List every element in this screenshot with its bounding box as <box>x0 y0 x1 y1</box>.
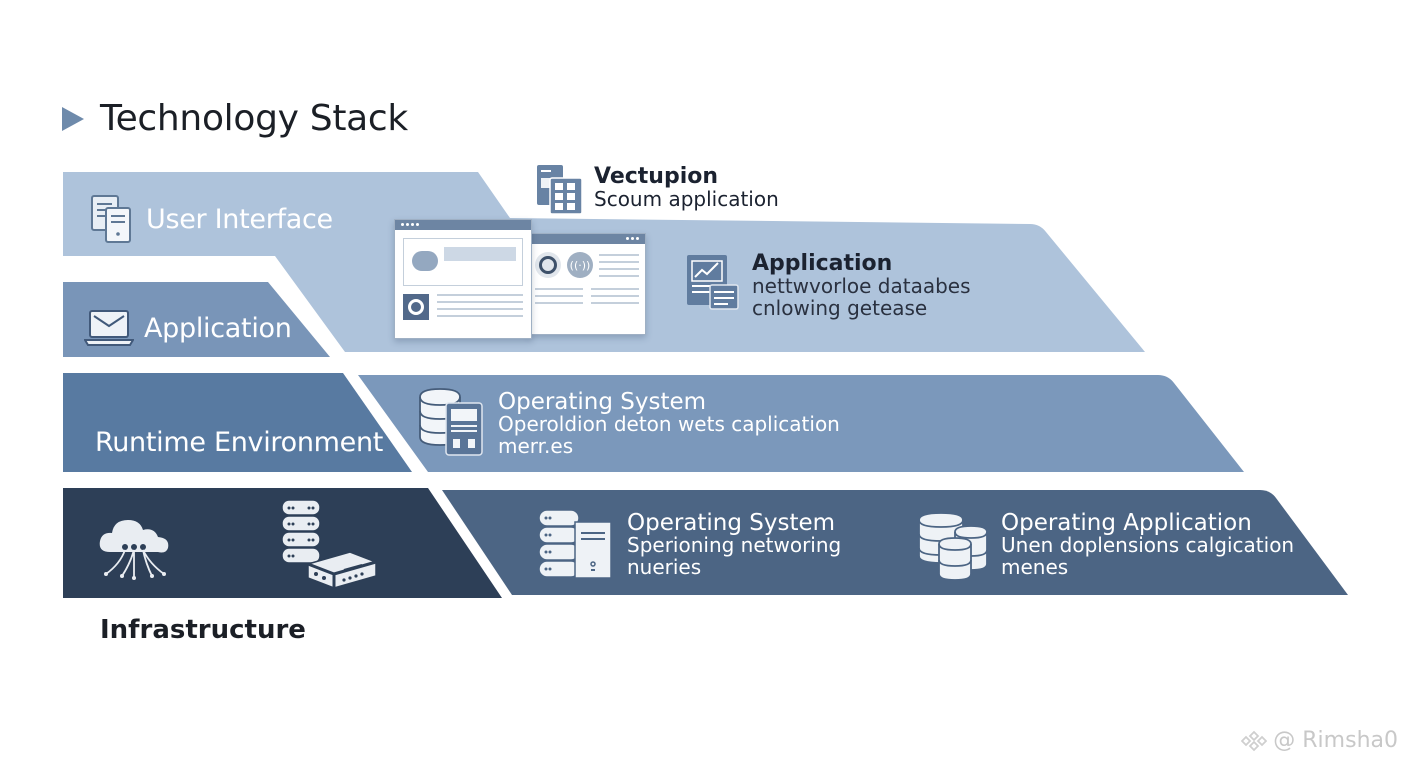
layer-label: Application <box>144 312 292 344</box>
diamond-logo-icon <box>1241 730 1268 751</box>
window-titlebar <box>395 220 531 230</box>
signal-badge-icon: ((·)) <box>567 252 593 278</box>
layer-runtime-right-shape <box>358 375 1244 472</box>
layer-label: Runtime Environment <box>95 427 384 458</box>
block-title: Operating System <box>627 510 836 536</box>
layer-runtime-left-shape <box>63 373 412 472</box>
browser-window-front <box>394 219 532 339</box>
cloud-network-icon <box>99 520 169 580</box>
mobile-grid-icon <box>537 165 583 215</box>
block-line: merr.es <box>498 434 574 458</box>
block-vectupion: Vectupion Scoum application <box>536 164 779 216</box>
layer-runtime-environment: Runtime Environment <box>95 427 383 458</box>
block-infra-os: Operating System Sperioning networing nu… <box>537 508 841 580</box>
databases-icon <box>918 512 988 581</box>
block-line: Sperioning networing <box>627 533 842 557</box>
server-stack-icon <box>281 499 377 589</box>
block-line: Operoldion deton wets caplication <box>498 412 840 436</box>
watermark: @ Rimsha0 <box>1241 728 1398 753</box>
layer-application: Application <box>84 308 292 348</box>
block-line: nettwvorloe dataabes <box>752 274 971 298</box>
page-title: Technology Stack <box>100 98 408 139</box>
database-server-icon <box>419 388 483 456</box>
title-row: Technology Stack <box>62 98 408 139</box>
window-titlebar <box>529 234 645 244</box>
block-application: Application nettwvorloe dataabes cnlowin… <box>686 251 971 319</box>
layer-infrastructure-label: Infrastructure <box>100 615 306 645</box>
layer-infra-right-shape <box>442 490 1348 595</box>
laptop-mail-icon <box>84 310 134 346</box>
database-tower-icon <box>538 509 612 579</box>
block-runtime-os: Operating System Operoldion deton wets c… <box>418 387 840 457</box>
browser-window-back: ((·)) <box>528 233 646 335</box>
block-line: menes <box>1001 555 1069 579</box>
chart-screen-icon <box>687 255 739 310</box>
block-title: Operating System <box>498 389 707 415</box>
check-circle-icon <box>403 294 429 320</box>
block-title: Application <box>752 251 893 276</box>
block-line: cnlowing getease <box>752 296 928 320</box>
block-infra-app: Operating Application Unen doplensions c… <box>917 510 1294 582</box>
shield-badge-icon <box>535 252 561 278</box>
triangle-bullet-icon <box>62 106 84 131</box>
layer-application-shape <box>63 282 330 357</box>
layer-user-interface: User Interface <box>90 194 333 244</box>
block-line: nueries <box>627 555 702 579</box>
watermark-text: @ Rimsha0 <box>1273 728 1398 753</box>
cloud-upload-icon <box>412 251 438 271</box>
documents-icon <box>91 195 131 243</box>
block-subtitle: Scoum application <box>594 187 779 211</box>
block-title: Vectupion <box>594 164 719 189</box>
block-title: Operating Application <box>1001 510 1252 536</box>
layer-label: User Interface <box>146 203 333 235</box>
block-line: Unen doplensions calgication <box>1001 533 1295 557</box>
